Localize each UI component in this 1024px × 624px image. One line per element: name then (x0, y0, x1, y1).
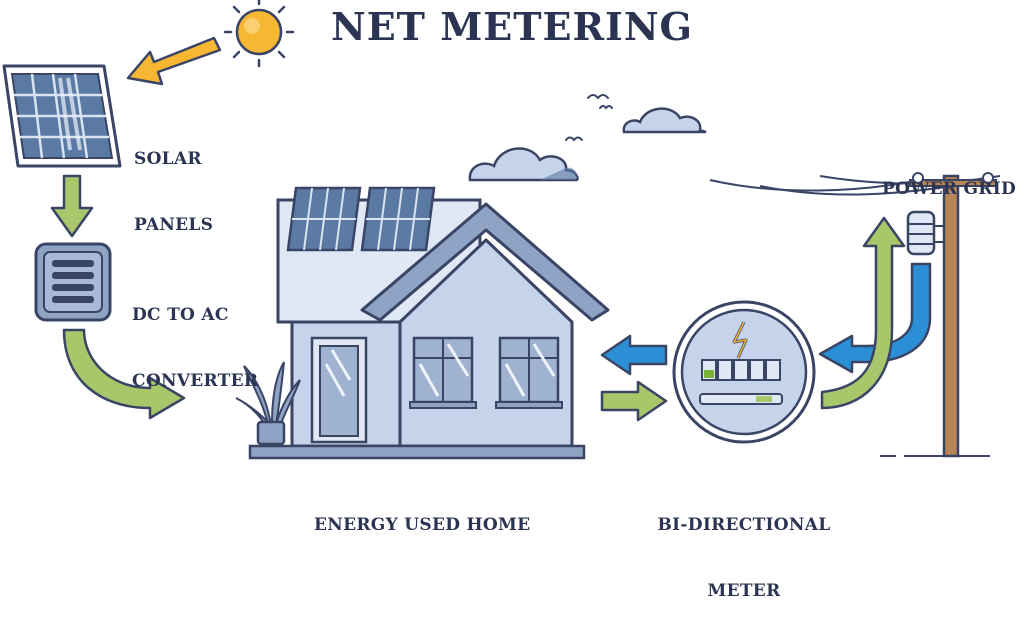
house-icon (248, 186, 610, 460)
cloud-icon (468, 147, 579, 182)
utility-pole-icon (880, 172, 997, 458)
solar-panel-icon (2, 64, 122, 168)
dc-flow-arrow (50, 174, 94, 238)
window-icon (409, 336, 477, 409)
label-line: SOLAR (134, 149, 202, 169)
converter-icon (34, 242, 112, 322)
ac-flow-arrow (62, 328, 186, 420)
label-line: CONVERTER (132, 371, 259, 391)
label-line: PANELS (134, 215, 214, 235)
label-line: ENERGY USED HOME (314, 515, 531, 535)
label-line: METER (707, 581, 781, 601)
roof-solar-panel (286, 186, 436, 252)
diagram-title: NET METERING (330, 4, 693, 49)
label-line: BI-DIRECTIONAL (657, 515, 831, 535)
converter-label: DC TO AC CONVERTER (132, 260, 258, 414)
grid-supply-arrow (818, 262, 932, 374)
meter-label: BI-DIRECTIONAL METER (654, 470, 834, 624)
grid-export-arrow (820, 216, 906, 410)
solar-panels-label: SOLAR PANELS (134, 104, 213, 258)
label-line: POWER GRID (882, 179, 1017, 199)
net-metering-illustration (2, 0, 1001, 460)
window-icon (495, 336, 563, 409)
label-line: DC TO AC (132, 305, 229, 325)
plant-icon (235, 361, 301, 446)
meter-icon (672, 300, 816, 444)
sunlight-arrow (126, 36, 222, 86)
power-grid-label: POWER GRID (882, 134, 1016, 222)
home-label: ENERGY USED HOME (314, 470, 530, 558)
birds-icon (565, 94, 613, 142)
cloud-icon (622, 107, 707, 134)
sun-icon (223, 0, 295, 68)
import-arrow (600, 334, 668, 376)
export-arrow (600, 380, 668, 422)
